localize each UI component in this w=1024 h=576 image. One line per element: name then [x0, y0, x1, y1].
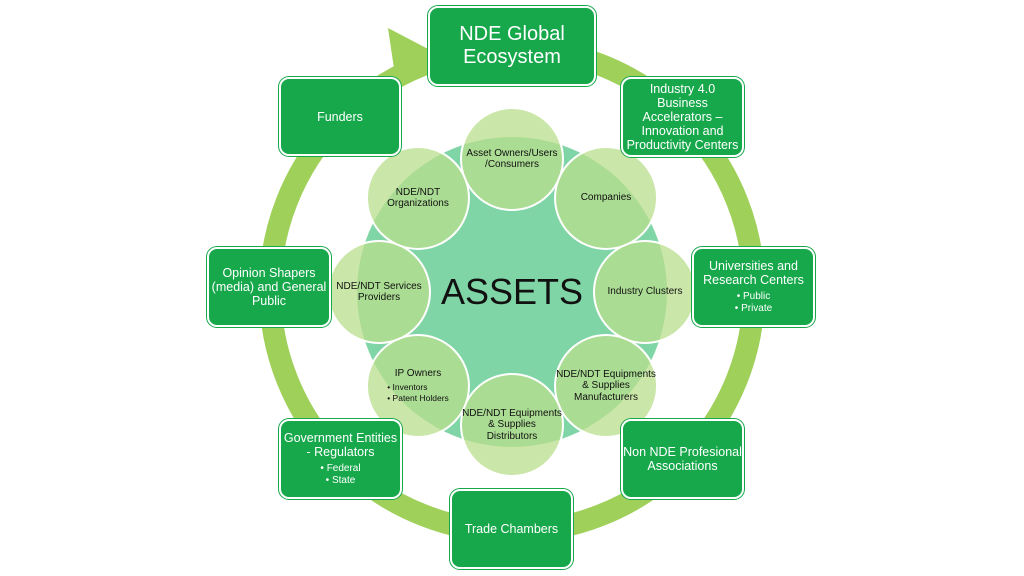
non-nde-associations-label: Non NDE Profesional Associations — [623, 445, 742, 473]
ring-arrowhead — [388, 28, 430, 82]
industry-accelerators-label: Industry 4.0 Business Accelerators – Inn… — [626, 82, 739, 152]
satellite-manufacturers: NDE/NDT Equipments & Supplies Manufactur… — [556, 336, 656, 436]
diagram-title: NDE Global Ecosystem — [459, 23, 565, 68]
government-label: Government Entities - Regulators — [283, 430, 398, 459]
trade-chambers-label: Trade Chambers — [464, 522, 559, 536]
opinion-shapers-label: Opinion Shapers (media) and General Publ… — [211, 266, 327, 308]
funders-box: Funders — [279, 77, 401, 156]
satellite-label: Industry Clusters — [607, 286, 683, 298]
satellite-label: NDE/NDT Equipments & Supplies Distributo… — [462, 408, 562, 442]
satellite-label: NDE/NDT Services Providers — [336, 280, 422, 303]
universities-label: Universities and Research Centers — [703, 258, 804, 287]
satellite-circle-distributors — [460, 373, 564, 477]
bullet-inventors: Inventors — [387, 382, 449, 393]
satellite-ip-owners: IP Owners InventorsPatent Holders — [368, 336, 468, 436]
trade-chambers-box: Trade Chambers — [450, 489, 573, 569]
satellite-label: NDE/NDT Equipments & Supplies Manufactur… — [556, 369, 656, 403]
government-box: Government Entities - Regulators Federal… — [279, 419, 402, 499]
satellite-services-providers: NDE/NDT Services Providers — [329, 242, 429, 342]
bullet-private: Private — [735, 303, 772, 316]
satellite-companies: Companies — [556, 148, 656, 248]
assets-label: ASSETS — [440, 271, 584, 312]
funders-label: Funders — [317, 109, 363, 124]
bullet-patent-holders: Patent Holders — [387, 393, 449, 404]
satellite-circle-asset_owners — [460, 107, 564, 211]
satellite-label: Asset Owners/Users /Consumers — [466, 147, 558, 170]
satellite-asset-owners: Asset Owners/Users /Consumers — [462, 109, 562, 209]
opinion-shapers-box: Opinion Shapers (media) and General Publ… — [207, 247, 331, 327]
satellite-organizations: NDE/NDT Organizations — [368, 148, 468, 248]
satellite-industry-clusters: Industry Clusters — [595, 242, 695, 342]
satellite-circle-companies — [554, 145, 659, 250]
satellite-label: IP Owners — [394, 367, 442, 379]
nde-global-ecosystem-title-box: NDE Global Ecosystem — [428, 6, 596, 86]
non-nde-associations-box: Non NDE Profesional Associations — [621, 419, 744, 499]
satellite-distributors: NDE/NDT Equipments & Supplies Distributo… — [462, 375, 562, 475]
satellite-label: NDE/NDT Organizations — [387, 186, 449, 209]
bullet-state: State — [320, 475, 360, 488]
satellite-circle-manufacturers — [554, 334, 659, 439]
satellite-label: Companies — [580, 192, 632, 204]
bullet-public: Public — [735, 291, 772, 304]
bullet-federal: Federal — [320, 463, 361, 476]
satellite-circle-organizations — [365, 145, 470, 250]
industry-accelerators-box: Industry 4.0 Business Accelerators – Inn… — [621, 77, 744, 157]
universities-box: Universities and Research Centers Public… — [692, 247, 815, 327]
